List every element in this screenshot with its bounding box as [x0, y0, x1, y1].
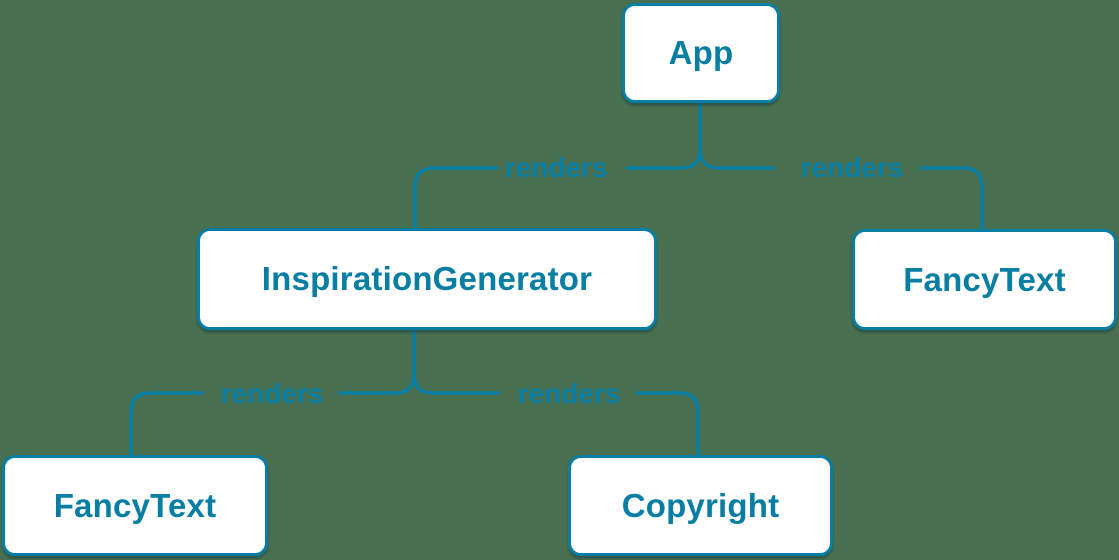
node-copyright-label: Copyright	[621, 486, 780, 524]
node-fancy-text-top-label: FancyText	[903, 260, 1066, 298]
node-inspiration-generator-label: InspirationGenerator	[261, 260, 593, 297]
connector-app-to-fancytext	[698, 147, 984, 231]
node-fancy-text-top: FancyText	[852, 229, 1117, 330]
node-fancy-text-bottom: FancyText	[2, 455, 268, 556]
edge-label-inspirationgenerator-fancytext: renders	[220, 378, 324, 409]
connector-inspirationgenerator-to-copyright	[412, 372, 700, 457]
node-copyright: Copyright	[568, 455, 833, 556]
edge-label-app-inspirationgenerator: renders	[504, 152, 608, 183]
node-app: App	[622, 3, 780, 103]
edge-label-app-fancytext: renders	[800, 152, 904, 183]
edge-label-inspirationgenerator-copyright: renders	[517, 378, 621, 409]
node-inspiration-generator: InspirationGenerator	[197, 228, 657, 330]
node-fancy-text-bottom-label: FancyText	[53, 486, 217, 524]
node-app-label: App	[668, 34, 734, 71]
